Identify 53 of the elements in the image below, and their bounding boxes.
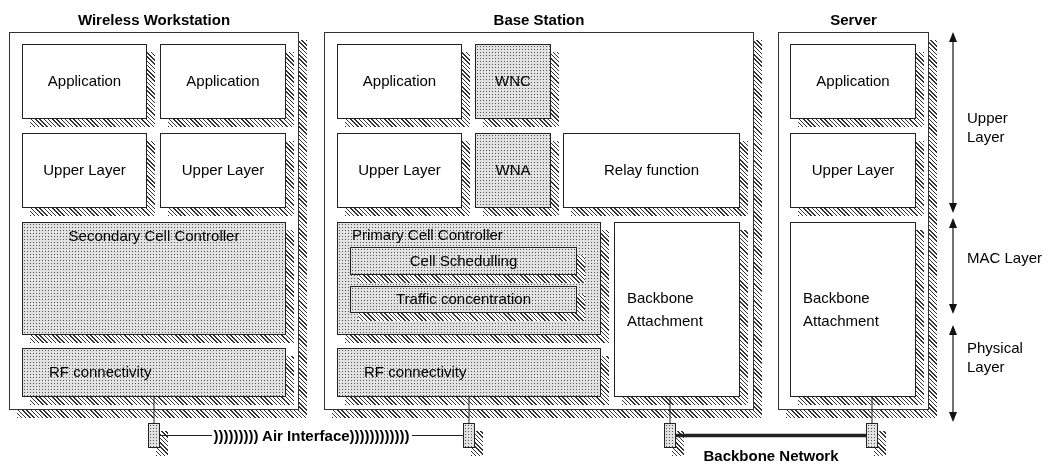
layer-name: Physical Layer (967, 338, 1024, 376)
box-label: Application (186, 72, 260, 90)
box-label: Upper Layer (43, 161, 126, 179)
box-label: Application (362, 72, 437, 90)
layer-box (790, 44, 916, 119)
layer-box (563, 133, 740, 208)
connector-line (468, 396, 470, 424)
box-label: Backbone Attachment (803, 289, 879, 329)
layer-box (337, 348, 601, 397)
layer-box (790, 222, 916, 397)
layer-box (22, 348, 286, 397)
network-connector (866, 423, 878, 448)
controller-box (337, 222, 601, 335)
station-title: Server (829, 10, 878, 30)
layer-box (475, 44, 551, 119)
box-label: Application (816, 72, 890, 90)
box-label: Upper Layer (358, 161, 441, 179)
box-label: Primary Cell Controller (352, 226, 503, 243)
station-title: Wireless Workstation (76, 10, 232, 30)
layer-box (475, 133, 551, 208)
layer-box (337, 133, 462, 208)
connector-line (871, 396, 873, 424)
layer-box (22, 133, 147, 208)
box-label: Upper Layer (811, 161, 895, 179)
layer-name: MAC Layer (967, 248, 1044, 267)
box-label: WNC (495, 72, 531, 90)
box-label: Relay function (603, 161, 700, 179)
box-label: RF connectivity (364, 363, 467, 381)
box-label: Traffic concentration (395, 290, 532, 308)
connector-line (669, 396, 671, 424)
layer-box (337, 44, 462, 119)
antenna-connector (463, 423, 475, 448)
layer-name: Upper Layer (967, 108, 1009, 146)
box-label: Backbone Attachment (627, 289, 703, 329)
box-label: RF connectivity (49, 363, 152, 381)
network-connector (664, 423, 676, 448)
box-label: Application (47, 72, 122, 90)
box-label: Upper Layer (181, 161, 265, 179)
layer-box (160, 44, 286, 119)
layer-box (614, 222, 740, 397)
box-label: Secondary Cell Controller (68, 227, 240, 244)
antenna-connector (148, 423, 160, 448)
box-label: WNA (495, 161, 531, 179)
network-cable (676, 433, 866, 438)
connector-line (153, 396, 155, 424)
layer-box (22, 44, 147, 119)
layer-box (160, 133, 286, 208)
station-title: Base Station (492, 10, 586, 30)
box-label: Cell Schedulling (409, 251, 518, 269)
layer-box (790, 133, 916, 208)
function-box (350, 286, 577, 313)
layer-box (22, 222, 286, 335)
function-box (350, 247, 577, 275)
